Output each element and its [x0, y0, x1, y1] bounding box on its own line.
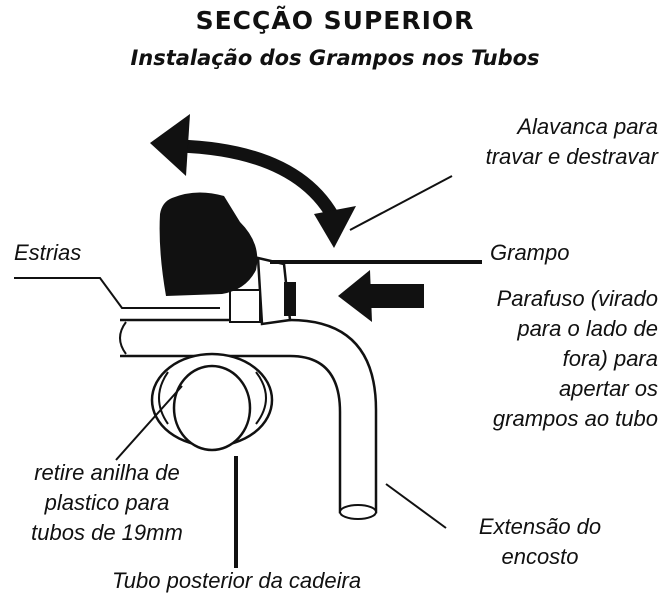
lever-label-line: Alavanca para	[517, 114, 658, 139]
screw-label-line: grampos ao tubo	[492, 406, 658, 431]
lever-label-line: travar e destravar	[485, 144, 658, 169]
screw-pointer-arrow	[338, 270, 372, 322]
screw-label-line: Parafuso (virado	[496, 286, 658, 311]
diagram-title: SECÇÃO SUPERIOR	[195, 6, 475, 35]
rear-chair-tube	[150, 352, 274, 452]
screw-label-line: fora) para	[562, 346, 658, 371]
lever-rotation-arrow	[150, 114, 356, 248]
washer-leader-line	[115, 385, 183, 461]
splines-leader-line	[14, 277, 220, 309]
clamp-body	[229, 256, 296, 326]
diagram-subtitle: Instalação dos Grampos nos Tubos	[130, 46, 540, 70]
extension-label-line: encosto	[501, 544, 579, 569]
washer-label-line: plastico para	[44, 490, 170, 515]
washer-label-line: tubos de 19mm	[31, 520, 183, 545]
splines-label: Estrias	[14, 240, 82, 265]
extension-label: Extensão do encosto	[440, 512, 640, 572]
extension-leader-line	[385, 483, 447, 529]
rear-tube-label: Tubo posterior da cadeira	[112, 568, 362, 593]
screw-label: Parafuso (virado para o lado de fora) pa…	[493, 284, 658, 434]
washer-label-line: retire anilha de	[34, 460, 180, 485]
clamp-label: Grampo	[490, 240, 570, 265]
lever-label: Alavanca para travar e destravar	[486, 112, 658, 172]
backrest-extension-tube	[119, 318, 378, 520]
screw-pointer-shaft	[368, 284, 424, 308]
screw-label-line: para o lado de	[517, 316, 658, 341]
clamp-lever	[159, 192, 258, 296]
screw-label-line: apertar os	[558, 376, 658, 401]
extension-label-line: Extensão do	[478, 514, 602, 539]
washer-label: retire anilha de plastico para tubos de …	[2, 458, 212, 548]
lever-leader-line	[349, 175, 453, 231]
